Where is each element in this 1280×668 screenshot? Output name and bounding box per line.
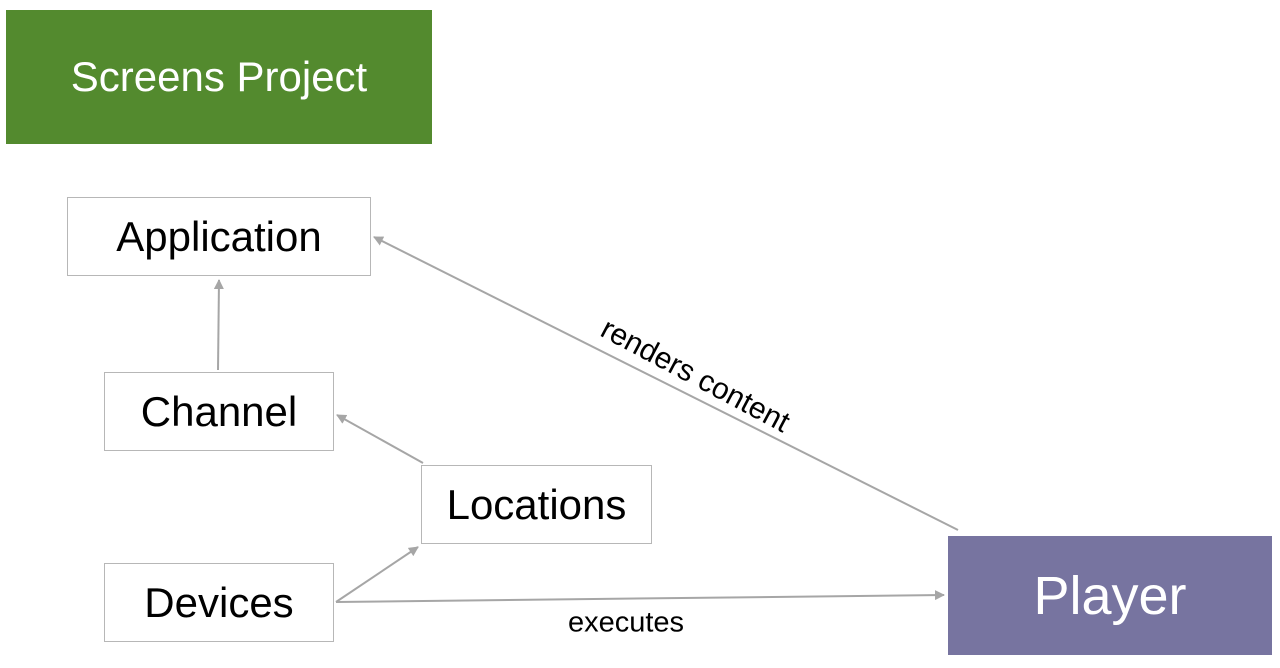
locations-node: Locations (421, 465, 652, 544)
player-node: Player (948, 536, 1272, 655)
edge-channel-to-application (213, 279, 224, 371)
edge-devices-to-player (335, 590, 945, 603)
devices-node: Devices (104, 563, 334, 642)
executes-label: executes (567, 606, 685, 639)
application-node: Application (67, 197, 371, 276)
channel-node: Channel (104, 372, 334, 451)
edge-player-to-application (373, 236, 959, 531)
screens-project-title: Screens Project (6, 10, 432, 144)
edge-locations-to-channel (336, 414, 424, 464)
edge-devices-to-locations (335, 546, 419, 603)
